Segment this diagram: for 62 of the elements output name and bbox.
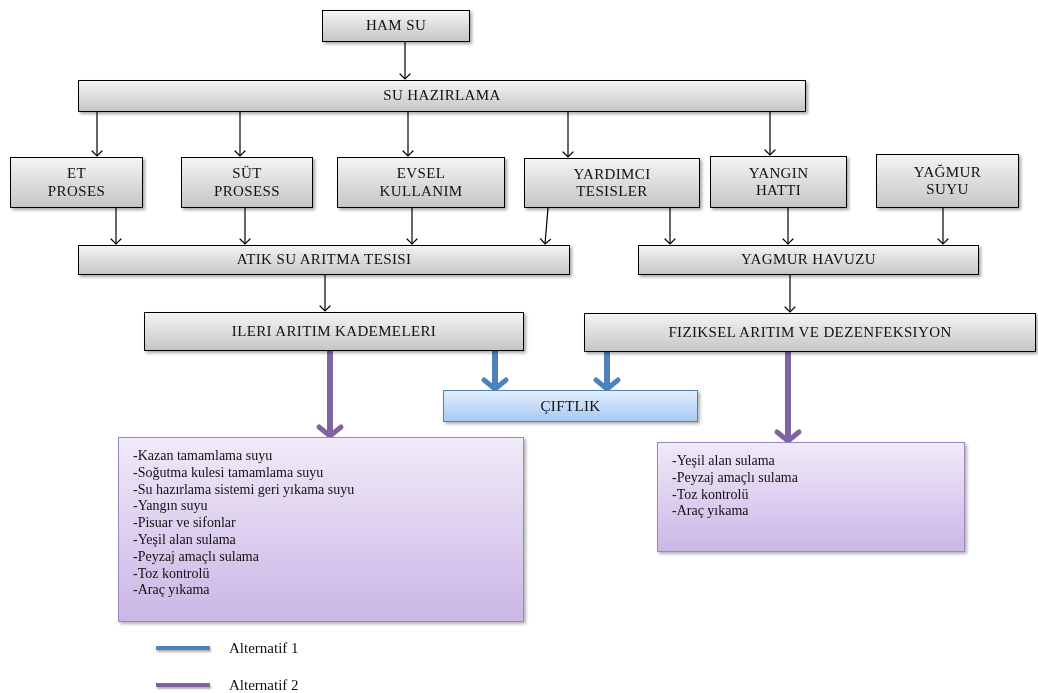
- process-box: [584, 313, 1036, 352]
- process-box: [181, 157, 313, 208]
- list-item: -Araç yıkama: [133, 582, 210, 600]
- list-item: -Peyzaj amaçlı sulama: [672, 469, 798, 487]
- box-label: YARDIMCI TESISLER: [572, 165, 652, 201]
- arrow: [239, 207, 251, 245]
- box-label: HAM SU: [365, 17, 427, 35]
- usage-list-box: [118, 437, 524, 622]
- box-label: YAĞMUR SUYU: [912, 163, 983, 199]
- arrow: [937, 207, 949, 245]
- arrow: [316, 351, 344, 439]
- process-box: [638, 245, 979, 275]
- process-box: [78, 245, 570, 275]
- box-label: YANGIN HATTI: [747, 164, 810, 200]
- list-item: -Yangın suyu: [133, 498, 208, 516]
- process-box: [144, 312, 524, 351]
- arrow: [402, 111, 414, 157]
- target-box: [443, 390, 698, 422]
- arrow: [539, 207, 551, 245]
- process-box: [524, 158, 700, 208]
- arrow: [91, 111, 103, 157]
- list-item: -Soğutma kulesi tamamlama suyu: [133, 464, 324, 482]
- arrow: [784, 274, 796, 313]
- list-item: -Pisuar ve sifonlar: [133, 515, 236, 532]
- legend-label: Alternatif 1: [229, 639, 299, 658]
- box-label: YAGMUR HAVUZU: [741, 251, 876, 269]
- arrow: [406, 207, 418, 245]
- list-item: -Yeşil alan sulama: [133, 532, 236, 549]
- process-box: [337, 157, 505, 208]
- process-box: [322, 10, 470, 42]
- list-item: -Su hazırlama sistemi geri yıkama suyu: [133, 481, 355, 499]
- arrow: [764, 111, 776, 156]
- list-item: -Yeşil alan sulama: [672, 453, 775, 470]
- list-item: -Kazan tamamlama suyu: [133, 448, 273, 465]
- arrow: [593, 352, 621, 392]
- list-item: -Toz kontrolü: [133, 565, 210, 583]
- box-label: FIZIKSEL ARITIM VE DEZENFEKSIYON: [668, 323, 952, 342]
- box-label: SU HAZIRLAMA: [383, 87, 501, 105]
- box-label: ATIK SU ARITMA TESISI: [236, 251, 412, 269]
- box-label: EVSEL KULLANIM: [378, 165, 464, 200]
- arrow: [782, 207, 794, 245]
- box-label: SÜT PROSESS: [213, 165, 281, 200]
- usage-list-box: [657, 442, 965, 552]
- box-label: ILERI ARITIM KADEMELERI: [231, 322, 437, 341]
- arrow: [319, 274, 331, 312]
- process-box: [710, 156, 847, 208]
- arrow: [774, 352, 802, 444]
- arrow: [664, 207, 676, 245]
- process-box: [876, 154, 1019, 208]
- box-label: ÇIFTLIK: [540, 396, 601, 416]
- list-item: -Peyzaj amaçlı sulama: [133, 548, 259, 566]
- process-box: [78, 80, 806, 112]
- legend-label: Alternatif 2: [229, 676, 299, 693]
- arrow: [562, 111, 574, 158]
- arrow: [110, 207, 122, 245]
- list-item: -Araç yıkama: [672, 503, 749, 521]
- arrow: [399, 41, 411, 80]
- process-box: [10, 157, 143, 208]
- arrow: [234, 111, 246, 157]
- list-item: -Toz kontrolü: [672, 486, 749, 504]
- arrow: [481, 351, 509, 392]
- box-label: ET PROSES: [46, 165, 107, 200]
